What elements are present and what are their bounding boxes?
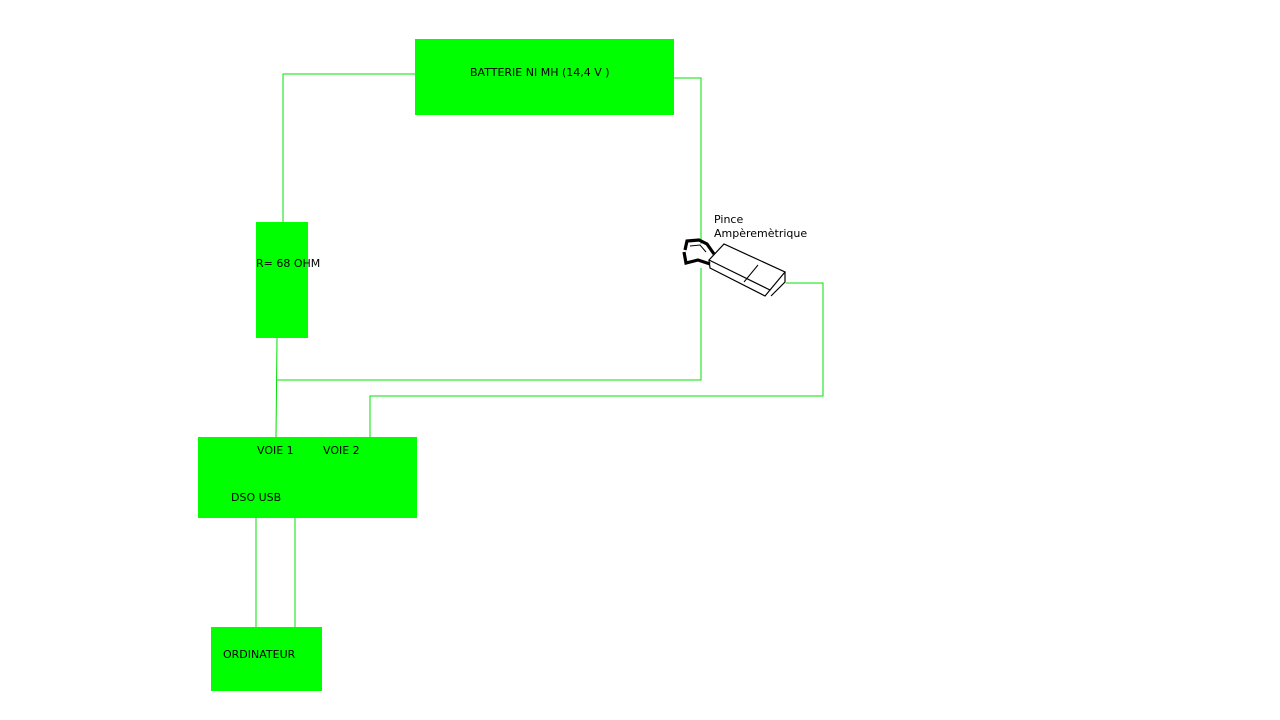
clamp-jaw-inner: [689, 244, 707, 253]
dso-usb-box: [198, 437, 417, 518]
clamp-label-line1: Pince: [714, 213, 744, 226]
clamp-body: [708, 243, 786, 291]
clamp-jaw-top: [683, 238, 716, 255]
wire-resistor-voie1: [275, 337, 278, 438]
computer-box: [211, 627, 322, 691]
battery-label: BATTERIE NI MH (14,4 V ): [470, 66, 610, 79]
clamp-body-groove: [743, 264, 759, 283]
clamp-label-line2: Ampèremètrique: [714, 227, 808, 240]
dso-channel2-label: VOIE 2: [323, 444, 360, 457]
wire-clamp-common: [277, 268, 702, 381]
wire-battery-resistor: [282, 73, 415, 222]
clamp-body-end: [770, 272, 786, 297]
dso-channel1-label: VOIE 1: [257, 444, 294, 457]
resistor-box: [256, 222, 308, 338]
dso-label: DSO USB: [231, 491, 282, 504]
computer-label: ORDINATEUR: [223, 648, 296, 661]
resistor-label: R= 68 OHM: [256, 257, 321, 270]
clamp-jaw-bottom: [682, 251, 711, 266]
battery-box: [415, 39, 674, 115]
current-clamp-icon: [682, 238, 786, 297]
wire-clamp-voie2: [369, 282, 824, 437]
wire-battery-clamp: [674, 77, 702, 244]
